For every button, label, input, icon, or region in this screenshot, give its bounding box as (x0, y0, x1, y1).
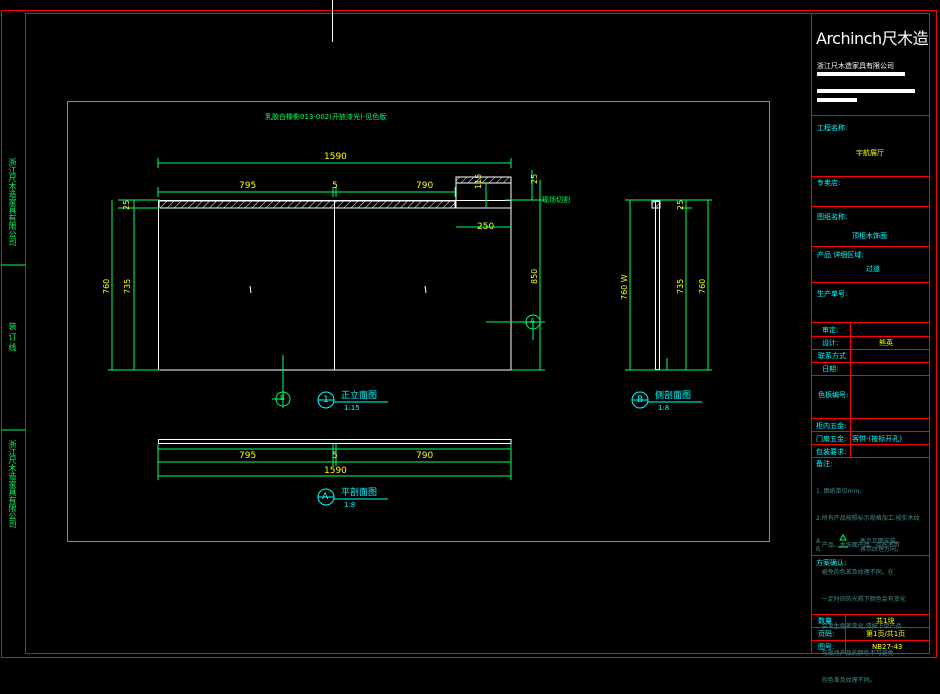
side-dim-main: 735 (676, 278, 685, 294)
drawing-viewport[interactable] (67, 101, 770, 542)
dim-gap: 5 (332, 181, 338, 191)
legend-a: A. 表示正面安装。 (816, 537, 902, 546)
notch-outline (455, 176, 512, 209)
plan-panel[interactable] (158, 439, 512, 444)
dim-left-top: 25 (122, 199, 131, 210)
front-title-num: 1 (323, 395, 329, 405)
plan-dim-left: 795 (239, 451, 257, 461)
brand-logo: Archinch尺木造 (816, 29, 929, 48)
drawing-no-label: 图号: (818, 643, 835, 651)
dim-overall-width: 1590 (324, 152, 347, 162)
redacted-bar-3 (817, 98, 857, 102)
project-name-value: 宇航展厅 (856, 149, 884, 157)
redacted-bar-1 (817, 72, 905, 76)
note-line: 2.所有产品按照标示规格加工,按实木纹 (816, 515, 920, 522)
client-label: 专卖店: (817, 179, 841, 187)
side-view-scale: 1:8 (658, 404, 670, 412)
margin-company-top: 浙江尺木造家具有限公司 (8, 158, 17, 246)
side-dim-top: 25 (676, 199, 685, 210)
confirm-label: 方案确认: (816, 559, 847, 567)
front-view-scale: 1:15 (344, 404, 360, 412)
design-label: 设计: (822, 339, 839, 347)
door-hardware-label: 门扇五金: (816, 435, 847, 443)
product-area-label: 产品 详细区域: (817, 251, 864, 259)
door-hardware-value: 客供-(按标开孔) (852, 435, 902, 443)
dim-notch-height: 115 (474, 173, 483, 189)
legend-a-text: 表示正面安装。 (859, 538, 902, 545)
legend-a-key: A. (816, 538, 822, 545)
dim-left-main: 735 (123, 278, 132, 294)
notes-list: 1. 图纸单位mm; 2.所有产品按照标示规格加工,按实木纹 产品、木饰面产品、… (816, 469, 920, 694)
notes-label: 备注: (816, 460, 833, 468)
side-top-hatch (651, 200, 661, 209)
note-line: 会发生色差变化,请按下单产品 (816, 623, 902, 630)
dim-left-width: 795 (239, 181, 257, 191)
dim-left-total: 760 (102, 278, 111, 294)
quantity-label: 数量 (818, 617, 832, 625)
legend-b: B. 表示纹理方向。 (816, 545, 902, 554)
cad-canvas[interactable] (0, 0, 940, 669)
margin-binding-line: 装 订 线 (8, 322, 17, 352)
sheet-border (1, 10, 937, 658)
title-block-grid (811, 115, 929, 653)
dim-notch-depth: 25 (530, 173, 539, 184)
plan-dim-overall: 1590 (324, 466, 347, 476)
side-dim-total: 760 (698, 278, 707, 294)
drawing-name-label: 图纸名称: (817, 213, 848, 221)
company-name: 浙江尺木造家具有限公司 (817, 62, 894, 70)
redacted-bar-2 (817, 89, 915, 93)
quantity-value: 共1块 (876, 617, 895, 625)
inner-frame (25, 13, 930, 654)
front-top-strip (158, 200, 456, 209)
notch-hatch (455, 176, 512, 184)
drawing-name-value: 顶柜木饰面 (852, 232, 887, 240)
page-value: 第1页/共1页 (866, 630, 906, 638)
project-name-label: 工程名称: (817, 124, 848, 132)
legend-b-key: B. (816, 546, 823, 553)
material-note: 乳胶白橡影013-002(开放漆光)-见色版 (265, 113, 387, 121)
color-label: 色板编号: (818, 391, 849, 399)
packing-label: 包装要求: (816, 448, 847, 456)
drawing-no-value: NB27-43 (872, 643, 903, 651)
hardware-in-label: 柜内五金: (816, 422, 847, 430)
review-label: 审定: (822, 326, 839, 334)
page-label: 页码: (818, 630, 835, 638)
section-a-label: A (530, 317, 535, 325)
product-area-value: 过道 (866, 265, 880, 273)
note-line: 一定时间的光照下颜色会有变化 (816, 596, 906, 603)
dim-notch-width: 250 (477, 222, 495, 232)
section-b-label: B (280, 394, 285, 402)
side-title-num: B (637, 395, 644, 405)
note-line: 的色差及纹理不同。 (816, 677, 876, 684)
note-line: 与现场产品的颜色不可避免 (816, 650, 894, 657)
front-view-title: 正立面图 (341, 391, 378, 401)
legend-triangle-icon (839, 534, 847, 541)
contact-label: 联系方式 (818, 352, 846, 360)
order-no-label: 生产单号: (817, 290, 848, 298)
side-dim-left: 760 W (620, 274, 629, 300)
grain-mark (424, 285, 427, 294)
plan-view-title: 平剖面图 (341, 488, 378, 498)
plan-title-num: A (322, 492, 329, 502)
note-line: 1. 图纸单位mm; (816, 488, 862, 495)
side-panel[interactable] (655, 201, 660, 370)
legend-b-text: 表示纹理方向。 (859, 546, 902, 553)
design-value: 熊英 (879, 339, 893, 347)
margin-company-bottom: 浙江尺木造家具有限公司 (8, 440, 17, 528)
plan-dim-gap: 5 (332, 451, 338, 461)
side-view-title: 侧剖面图 (655, 391, 692, 401)
note-line: 产品、木饰面产品、存在不可 (816, 542, 900, 549)
plan-view-scale: 1:8 (344, 501, 356, 509)
grain-mark (249, 285, 252, 294)
notch-cut-label: 现场切割 (542, 196, 570, 204)
date-label: 日期: (822, 365, 839, 373)
dim-right-height: 850 (530, 268, 539, 284)
plan-dim-right: 790 (416, 451, 434, 461)
note-line: 避免的色差及纹理不同。在 (816, 569, 894, 576)
dim-right-width: 790 (416, 181, 434, 191)
